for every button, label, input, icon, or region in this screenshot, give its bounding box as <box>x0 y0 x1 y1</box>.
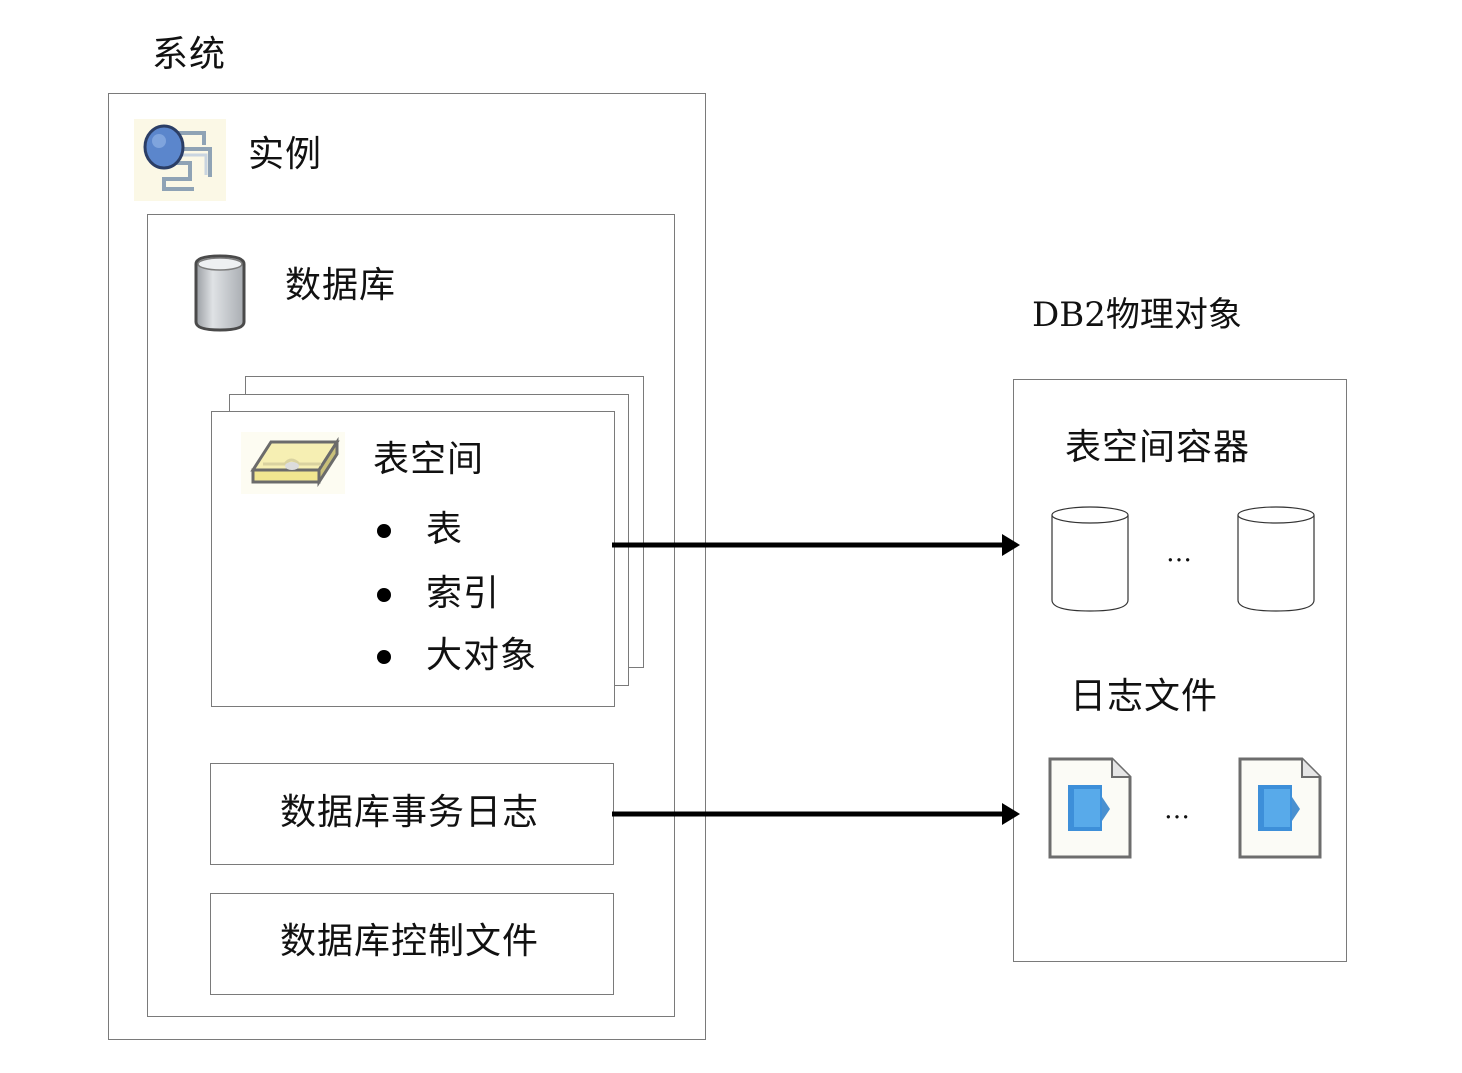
transaction-log-box <box>210 763 614 865</box>
containers-ellipsis: … <box>1166 538 1196 568</box>
log-file-icon <box>1048 757 1132 859</box>
tablespace-tray-icon-svg <box>250 436 340 488</box>
tablespace-item-lob: 大对象 <box>426 635 538 676</box>
bullet-icon <box>377 588 391 602</box>
database-cylinder-icon <box>194 254 246 332</box>
log-file-icon <box>1238 757 1322 859</box>
instance-label: 实例 <box>248 134 323 175</box>
database-label: 数据库 <box>285 265 397 306</box>
physical-objects-box <box>1013 379 1347 962</box>
tablespace-item-table: 表 <box>426 509 464 550</box>
instance-icon <box>134 119 226 201</box>
control-file-box <box>210 893 614 995</box>
physical-objects-title: DB2物理对象 <box>1032 295 1242 335</box>
control-file-label: 数据库控制文件 <box>280 921 540 962</box>
container-cylinder-icon <box>1237 506 1315 612</box>
instance-icon-svg <box>143 124 212 191</box>
bullet-icon <box>377 650 391 664</box>
transaction-log-label: 数据库事务日志 <box>280 792 540 833</box>
container-cylinder-icon <box>1051 506 1129 612</box>
tablespace-item-index: 索引 <box>426 573 501 614</box>
tablespace-tray-icon <box>241 432 345 494</box>
log-files-ellipsis: … <box>1164 795 1194 825</box>
log-files-label: 日志文件 <box>1070 676 1219 717</box>
bullet-icon <box>377 524 391 538</box>
containers-label: 表空间容器 <box>1065 427 1251 468</box>
tablespace-label: 表空间 <box>373 439 485 480</box>
system-title: 系统 <box>152 34 227 75</box>
